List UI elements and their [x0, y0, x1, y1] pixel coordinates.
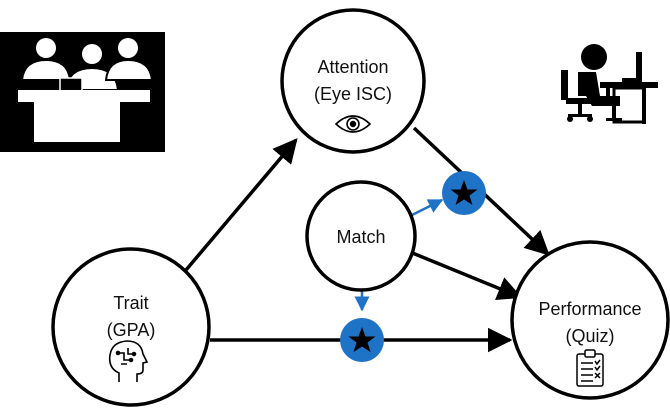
node-performance: Performance (Quiz): [510, 240, 670, 400]
person-at-computer-icon: [561, 44, 658, 124]
head-brain-icon: [108, 340, 149, 382]
edge-match-to-performance: [409, 250, 523, 300]
moderator-star-attention: [442, 171, 486, 215]
trait-subtitle: (GPA): [107, 320, 156, 340]
attention-title: Attention: [317, 57, 388, 77]
trait-title: Trait: [113, 293, 148, 313]
node-attention: Attention (Eye ISC): [280, 8, 426, 154]
edge-trait-to-attention: [184, 138, 298, 272]
performance-title: Performance: [538, 299, 641, 319]
eye-icon: [334, 115, 372, 133]
match-title: Match: [336, 227, 385, 247]
clipboard-checklist-icon: [576, 349, 604, 387]
moderation-arrows: [354, 198, 444, 312]
node-match: Match: [305, 180, 417, 292]
classroom-group-icon: [0, 32, 165, 152]
moderator-star-trait: [340, 318, 384, 362]
node-trait: Trait (GPA): [51, 247, 211, 407]
attention-subtitle: (Eye ISC): [314, 84, 392, 104]
moderation-arrow-to-attention-path: [411, 198, 444, 217]
performance-subtitle: (Quiz): [566, 326, 615, 346]
